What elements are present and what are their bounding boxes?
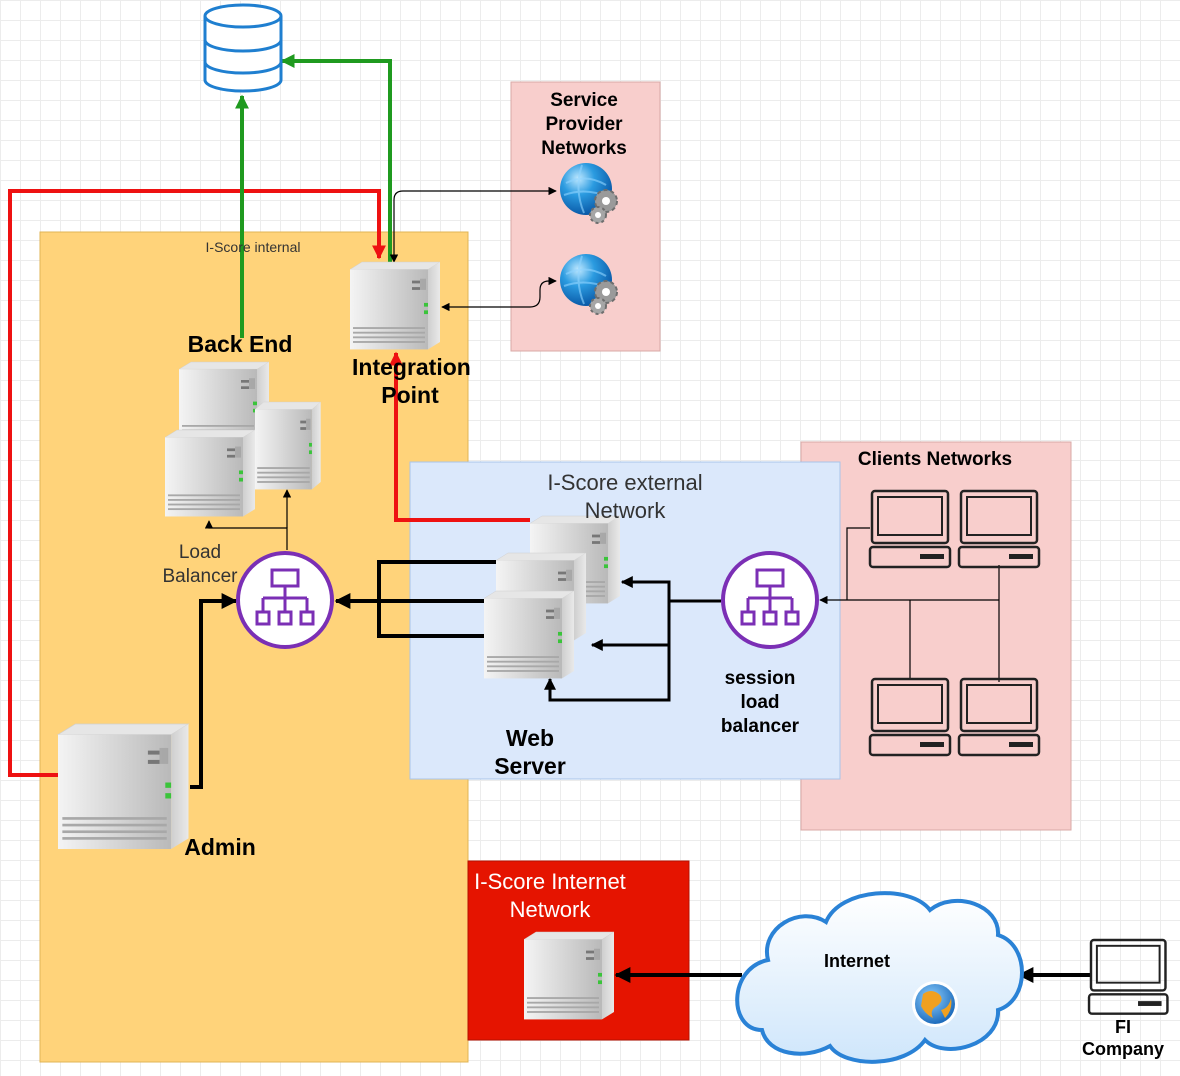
zone-internet-network-title: I-Score Internet Network: [474, 869, 626, 922]
zone-clients: [800, 441, 1072, 831]
zone-clients-title: Clients Networks: [857, 449, 1013, 470]
fi-company-label: FI Company: [1081, 1017, 1164, 1059]
web-server-3-icon: [483, 590, 575, 679]
internet-network-server-icon: [523, 931, 615, 1020]
load-balancer-icon: [236, 551, 334, 649]
admin-label: Admin: [184, 834, 256, 860]
red-link-admin-integration: [8, 189, 386, 777]
integration-point-server-icon: [349, 261, 441, 350]
fi-company-pc-icon: [1087, 938, 1169, 1015]
web-server-label: Web Server: [494, 725, 566, 779]
link-integration-sp1: [389, 186, 557, 263]
link-integration-sp2: [441, 276, 557, 312]
internet-cloud-icon: [735, 891, 1024, 1064]
integration-point-label: Integration Point: [352, 354, 471, 408]
session-load-balancer-icon: [721, 551, 819, 649]
admin-server-icon: [57, 723, 190, 850]
load-balancer-label: Load Balancer: [162, 542, 238, 587]
earth-icon: [912, 981, 958, 1027]
link-admin-lb: [190, 593, 238, 789]
internet-label: Internet: [823, 951, 890, 971]
zone-internal-title: I-Score internal: [205, 239, 301, 255]
backend-server-2-icon: [254, 401, 322, 490]
zone-external-title: I-Score external Network: [547, 470, 703, 523]
session-load-balancer-label: session load balancer: [720, 668, 800, 737]
zone-service-provider-title: Service Provider Networks: [541, 90, 627, 159]
link-session-web-1: [620, 576, 721, 603]
link-session-web-3: [544, 645, 671, 702]
database-icon: [203, 3, 283, 93]
red-link-web-integration: [389, 351, 530, 522]
backend-server-3-icon: [164, 429, 256, 517]
link-lb-backend-1: [204, 520, 288, 550]
link-clients-session: [846, 527, 870, 600]
back-end-label: Back End: [187, 331, 293, 357]
